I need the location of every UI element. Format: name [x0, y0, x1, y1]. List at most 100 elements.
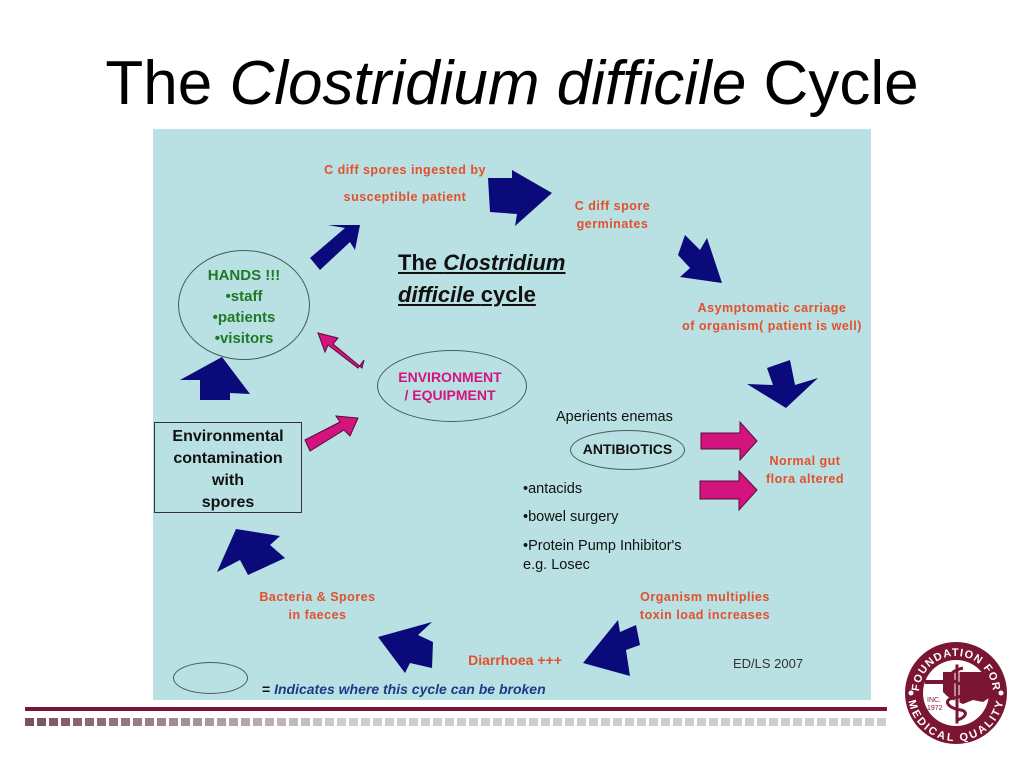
hands-heading: HANDS !!! — [207, 267, 281, 284]
footer-dot — [865, 718, 874, 726]
stage-faeces-line1: Bacteria & Spores — [259, 590, 376, 604]
footer-dot — [673, 718, 682, 726]
stage-asymptomatic-line1: Asymptomatic carriage — [697, 301, 847, 315]
footer-dot — [853, 718, 862, 726]
antibiotics-label: ANTIBIOTICS — [582, 441, 673, 457]
footer-dot — [385, 718, 394, 726]
environment-label: ENVIRONMENT / EQUIPMENT — [380, 368, 520, 404]
footer-dot — [361, 718, 370, 726]
footer-dot — [709, 718, 718, 726]
footer-dot — [205, 718, 214, 726]
footer-dot — [589, 718, 598, 726]
footer-dot — [433, 718, 442, 726]
footer-dot — [49, 718, 58, 726]
cycle-arrow-2 — [488, 170, 552, 226]
footer-dot — [145, 718, 154, 726]
logo-year: 1972 — [927, 705, 943, 712]
footer-dot — [529, 718, 538, 726]
title-suffix: Cycle — [763, 49, 919, 118]
stage-asymptomatic-line2: of organism( patient is well) — [682, 319, 862, 333]
logo-staff — [954, 663, 960, 725]
footer-dot — [121, 718, 130, 726]
diagram-panel — [153, 129, 871, 700]
footer-dot — [337, 718, 346, 726]
footer-dot — [781, 718, 790, 726]
cycle-arrow-3 — [678, 235, 722, 283]
footer-dot — [721, 718, 730, 726]
footer-dot — [745, 718, 754, 726]
credit: ED/LS 2007 — [733, 656, 804, 671]
logo-dot-left — [908, 690, 914, 696]
break-arrow-1 — [317, 332, 365, 369]
footer-dot — [649, 718, 658, 726]
diagram-title-italic-1: Clostridium — [443, 250, 566, 275]
footer-dot — [733, 718, 742, 726]
stage-faeces-line2: in faeces — [288, 608, 347, 622]
footer-dot — [685, 718, 694, 726]
stage-multiplies-line1: Organism multiplies — [640, 590, 770, 604]
footer-dot — [241, 718, 250, 726]
footer-dot — [25, 718, 34, 726]
footer-dot — [757, 718, 766, 726]
stage-ingested-line1: C diff spores ingested by — [324, 163, 486, 177]
footer-dot — [409, 718, 418, 726]
diagram-title: The Clostridium difficile cycle — [398, 247, 565, 311]
footer-dot — [109, 718, 118, 726]
footer-dot — [265, 718, 274, 726]
break-arrow-4 — [699, 469, 758, 512]
stage-asymptomatic: Asymptomatic carriage of organism( patie… — [672, 299, 872, 335]
contamination-line2: contamination — [173, 450, 283, 467]
foundation-logo: FOUNDATION FOR MEDICAL QUALITY INC. 1972 — [905, 642, 1007, 744]
footer-dot — [253, 718, 262, 726]
stage-ingested: C diff spores ingested by susceptible pa… — [300, 161, 510, 206]
title-prefix: The — [105, 49, 213, 118]
footer-dot — [193, 718, 202, 726]
contamination-line4: spores — [201, 494, 255, 511]
footer-dot — [697, 718, 706, 726]
footer-dot — [289, 718, 298, 726]
footer-dot — [613, 718, 622, 726]
footer-dot — [61, 718, 70, 726]
logo-serpent — [946, 666, 970, 722]
footer-dot — [553, 718, 562, 726]
cycle-arrow-4 — [747, 360, 818, 408]
footer-dot — [577, 718, 586, 726]
contamination-line1: Environmental — [172, 428, 284, 445]
cycle-arrow-8 — [180, 357, 250, 400]
footer-dot — [373, 718, 382, 726]
environment-ellipse — [377, 350, 527, 422]
footer-dot — [133, 718, 142, 726]
footer-dot — [877, 718, 886, 726]
footer-dot — [445, 718, 454, 726]
footer-dot — [229, 718, 238, 726]
risk-item-ppi: •Protein Pump Inhibitor's — [523, 538, 682, 554]
title-italic: Clostridium difficile — [229, 49, 747, 118]
footer-dot — [349, 718, 358, 726]
footer-dot — [493, 718, 502, 726]
stage-germinates: C diff spore germinates — [560, 197, 665, 233]
footer-dot — [37, 718, 46, 726]
risk-item-example: e.g. Losec — [523, 557, 590, 573]
footer-dot — [313, 718, 322, 726]
stage-multiplies: Organism multiplies toxin load increases — [625, 588, 785, 624]
footer-dot — [217, 718, 226, 726]
footer-dot — [661, 718, 670, 726]
footer-dot — [97, 718, 106, 726]
footer-dot — [769, 718, 778, 726]
stage-diarrhoea: Diarrhoea +++ — [468, 652, 562, 668]
footer-dot — [169, 718, 178, 726]
diagram-title-italic-2: difficile — [398, 282, 475, 307]
aperients-label: Aperients enemas — [556, 409, 673, 425]
stage-flora-line2: flora altered — [765, 472, 845, 486]
legend-ellipse-icon — [173, 662, 248, 694]
stage-ingested-line2: susceptible patient — [343, 190, 467, 204]
hands-item-patients: •patients — [212, 309, 276, 326]
stage-flora-altered: Normal gut flora altered — [755, 452, 855, 488]
stage-multiplies-line2: toxin load increases — [639, 608, 771, 622]
footer-dot — [181, 718, 190, 726]
footer-dots — [25, 718, 886, 726]
footer-dot — [421, 718, 430, 726]
diagram-title-suffix: cycle — [480, 282, 536, 307]
footer-dot — [541, 718, 550, 726]
legend-text: Indicates where this cycle can be broken — [274, 681, 546, 697]
